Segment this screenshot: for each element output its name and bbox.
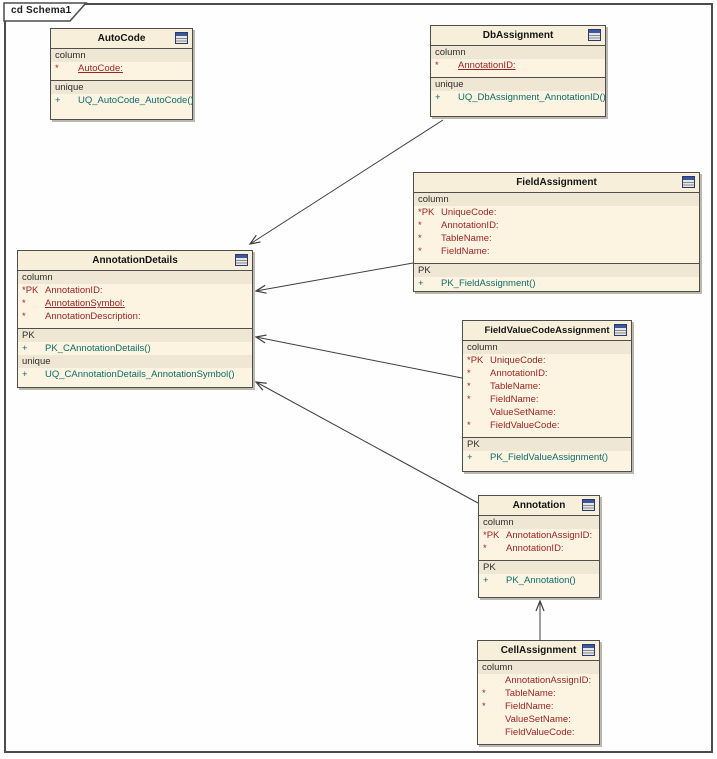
column-row: *AnnotationDescription: [22, 311, 141, 322]
column-row: *AnnotationID: [418, 220, 499, 231]
connector-annotation-annotationdetails[interactable] [254, 381, 479, 504]
group-label: column [18, 271, 252, 284]
entity-title: DbAssignment [482, 30, 554, 41]
group-label: column [51, 49, 192, 62]
operations-compartment: unique +UQ_AutoCode_AutoCode() [51, 80, 194, 112]
operation-row: +PK_FieldAssignment() [418, 278, 536, 289]
entity-title: Annotation [512, 500, 566, 511]
column-row: FieldValueCode: [505, 727, 575, 738]
entity-title: AnnotationDetails [92, 255, 178, 266]
column-row: AnnotationAssignID: [505, 675, 592, 686]
column-row: *AnnotationID: [467, 368, 548, 379]
group-label: unique [431, 78, 605, 91]
entity-title: FieldValueCodeAssignment [484, 325, 610, 336]
column-row: *FieldName: [467, 394, 539, 405]
entity-header: FieldAssignment [414, 173, 699, 192]
attributes-compartment: column *AnnotationID: [431, 45, 605, 77]
attributes-compartment: column *AutoCode: [51, 48, 192, 80]
group-label: PK [414, 264, 699, 277]
column-row: *TableName: [418, 233, 492, 244]
table-icon [582, 499, 595, 511]
group-label: unique [51, 81, 192, 94]
column-row: *FieldValueCode: [467, 420, 560, 431]
table-icon [614, 324, 627, 336]
entity-header: CellAssignment [478, 641, 599, 660]
column-row: *FieldName: [418, 246, 490, 257]
frame-tab [3, 2, 88, 22]
entity-header: Annotation [479, 496, 599, 515]
column-row: *AnnotationID: [483, 543, 564, 554]
operation-row: +PK_CAnnotationDetails() [22, 343, 151, 354]
entity-header: AutoCode [51, 29, 192, 48]
entity-dbassignment[interactable]: DbAssignment column *AnnotationID: uniqu… [430, 25, 606, 117]
table-icon [582, 644, 595, 656]
group-label: column [478, 661, 599, 674]
frame-label: cd Schema1 [11, 5, 72, 16]
connector-dbassignment-annotationdetails[interactable] [248, 119, 444, 245]
entity-autocode[interactable]: AutoCode column *AutoCode: unique +UQ_Au… [50, 28, 194, 120]
entity-header: FieldValueCodeAssignment [463, 321, 631, 340]
operation-row: +PK_FieldValueAssignment() [467, 452, 609, 463]
column-row: *TableName: [482, 688, 556, 699]
group-label: column [463, 341, 631, 354]
column-row: *FieldName: [482, 701, 554, 712]
group-label: column [479, 516, 599, 529]
operations-compartment: PK +PK_FieldAssignment() [414, 263, 699, 295]
entity-header: AnnotationDetails [18, 251, 252, 270]
entity-header: DbAssignment [431, 26, 605, 45]
operations-compartment: PK +PK_FieldValueAssignment() [463, 437, 631, 469]
group-label: unique [18, 355, 252, 368]
operations-compartment: unique +UQ_DbAssignment_AnnotationID() [431, 77, 606, 109]
operation-row: +UQ_DbAssignment_AnnotationID() [435, 92, 606, 103]
operations-compartment: PK +PK_CAnnotationDetails() unique +UQ_C… [18, 328, 252, 386]
column-row: *AnnotationID: [435, 60, 516, 71]
group-label: column [414, 193, 699, 206]
table-icon [588, 29, 601, 41]
column-row: ValueSetName: [490, 407, 556, 418]
operation-row: +UQ_AutoCode_AutoCode() [55, 95, 194, 106]
operation-row: +UQ_CAnnotationDetails_AnnotationSymbol(… [22, 369, 235, 380]
column-row: ValueSetName: [505, 714, 571, 725]
operations-compartment: PK +PK_Annotation() [479, 560, 599, 592]
column-row: *AutoCode: [55, 63, 123, 74]
group-label: PK [18, 329, 252, 342]
group-label: PK [463, 438, 631, 451]
connector-fieldassignment-annotationdetails[interactable] [254, 262, 414, 294]
column-row: *AnnotationSymbol: [22, 298, 125, 309]
attributes-compartment: column AnnotationAssignID: *TableName: *… [478, 660, 599, 744]
column-row: *TableName: [467, 381, 541, 392]
entity-title: AutoCode [97, 33, 146, 44]
operation-row: +PK_Annotation() [483, 575, 576, 586]
group-label: PK [479, 561, 599, 574]
entity-title: FieldAssignment [516, 177, 597, 188]
group-label: column [431, 46, 605, 59]
table-icon [682, 176, 695, 188]
table-icon [235, 254, 248, 266]
entity-cellassignment[interactable]: CellAssignment column AnnotationAssignID… [477, 640, 600, 745]
connector-fieldvaluecodeassignment-annotationdetails[interactable] [254, 334, 463, 379]
table-icon [175, 32, 188, 44]
entity-title: CellAssignment [500, 645, 577, 656]
